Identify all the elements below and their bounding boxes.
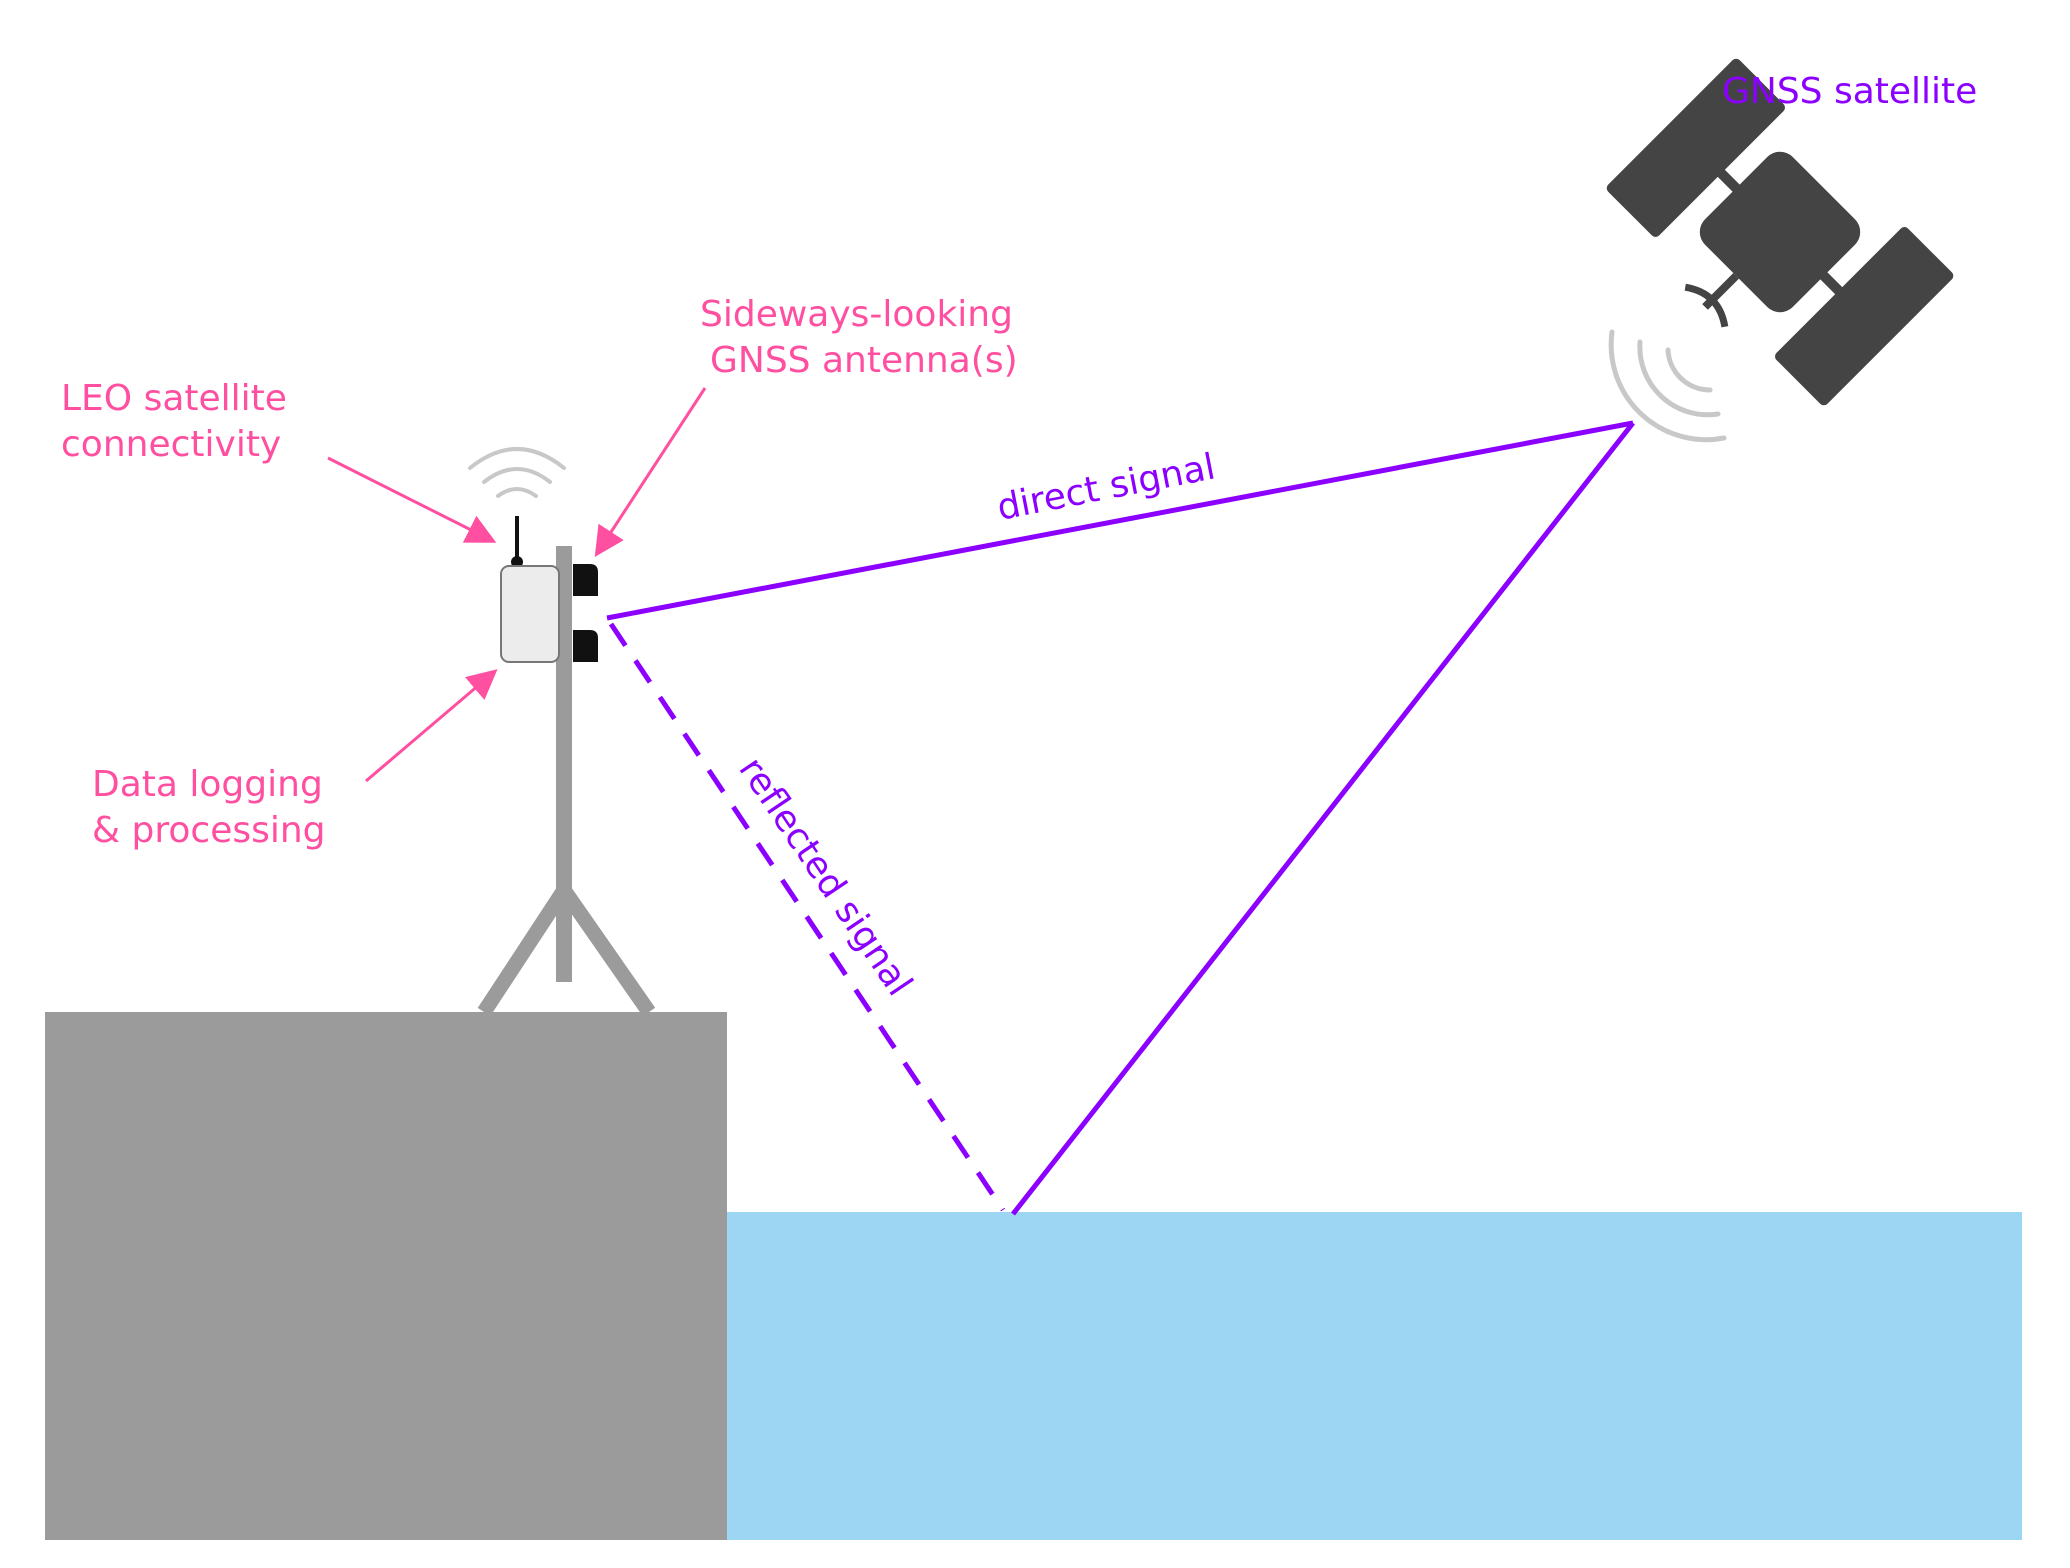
sideways-antenna-label-line2: GNSS antenna(s) [710, 340, 1018, 381]
reflected-signal-line [608, 622, 1006, 1212]
sideways-antenna-label-line1: Sideways-looking [700, 294, 1013, 335]
annotation-arrows [327, 387, 707, 783]
leo-arrow [327, 456, 497, 543]
leo-antenna-icon [511, 516, 523, 568]
direct-signal-line [606, 420, 1634, 621]
water-surface [727, 1212, 2022, 1540]
gnss-satellite-label: GNSS satellite [1722, 71, 1977, 112]
direct-signal-label: direct signal [994, 446, 1219, 528]
datalog-label-line1: Data logging [92, 764, 323, 805]
tripod-mast [477, 546, 656, 1017]
land-block [45, 1012, 727, 1540]
reflected-signal-label: reflected signal [731, 750, 920, 1003]
datalog-label-line2: & processing [92, 810, 326, 851]
leo-label-line1: LEO satellite [61, 378, 287, 419]
radio-waves-icon [468, 447, 566, 498]
satellite-icon [1606, 58, 1954, 406]
reflection-incident-line [1011, 421, 1635, 1216]
antenna-arrow [594, 387, 707, 558]
datalog-arrow [365, 669, 498, 783]
gnss-antenna-icon [573, 564, 598, 662]
data-logger-icon [500, 565, 560, 663]
leo-label-line2: connectivity [61, 424, 281, 465]
satellite-radio-waves-icon [1608, 329, 1727, 443]
